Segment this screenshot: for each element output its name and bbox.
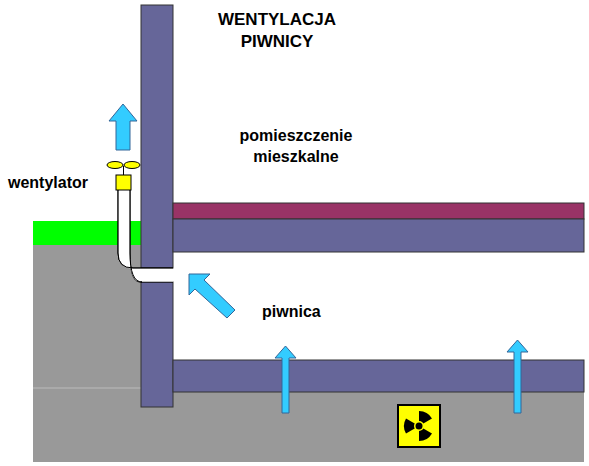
airflow-arrow [189, 274, 235, 318]
vent-pipe-outline [118, 190, 173, 282]
ceiling-slab [173, 219, 584, 252]
radon-arrow [507, 340, 528, 413]
radon-arrow [275, 346, 296, 413]
fan-shaft [123, 166, 124, 175]
airflow-arrow [109, 104, 137, 150]
floor-finish [173, 203, 584, 219]
basement-slab [173, 360, 584, 392]
room-label: pomieszczenie mieszkalne [231, 126, 361, 168]
fan-blade [107, 162, 123, 169]
ground-line [33, 388, 141, 389]
ground-under [33, 390, 584, 462]
basement-label: piwnica [262, 302, 321, 323]
fan-blade [124, 162, 140, 169]
fan-motor [116, 175, 131, 190]
diagram-title: WENTYLACJA PIWNICY [212, 9, 342, 53]
vent-pipe [118, 190, 173, 282]
radiation-symbol [398, 405, 440, 447]
fan-label: wentylator [8, 173, 88, 194]
vent-pipe-fill [119, 190, 174, 282]
wall-upper [141, 5, 173, 268]
wall-lower [141, 282, 173, 407]
